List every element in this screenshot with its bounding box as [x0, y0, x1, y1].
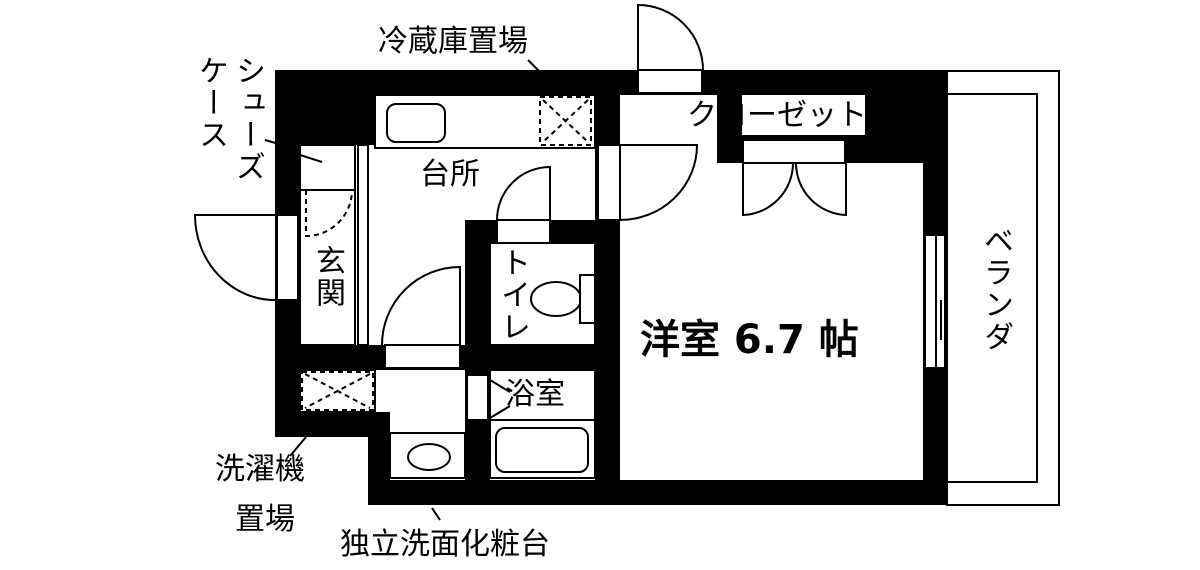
bathtub: [495, 427, 589, 473]
closet-door-right: [795, 162, 847, 217]
washer-space-label-1: 洗濯機: [215, 452, 305, 487]
vanity-label: 独立洗面化粧台: [340, 527, 550, 562]
closet-label: クローゼット: [687, 98, 867, 133]
fridge-space-label: 冷蔵庫置場: [378, 24, 528, 59]
closet-door-left: [742, 162, 794, 217]
washer-space-label-2: 置場: [235, 502, 295, 537]
doors: [193, 3, 847, 346]
shoe-case-label-1: シューズ: [230, 55, 265, 183]
openings: [276, 69, 946, 479]
washroom-door: [381, 265, 461, 346]
main-door: [637, 3, 704, 71]
washbasin: [407, 443, 451, 471]
fridge-space: [539, 96, 592, 146]
toilet-door: [496, 165, 551, 221]
kitchen-counter: [374, 94, 596, 149]
kitchen-label: 台所: [420, 157, 480, 192]
balcony-label: ベランダ: [978, 225, 1013, 353]
washer-space: [301, 371, 374, 411]
toilet-label: トイレ: [495, 247, 530, 343]
toilet-tank: [579, 274, 596, 324]
room-door: [619, 144, 699, 221]
leader-lines: [264, 59, 541, 521]
bathroom-label: 浴室: [505, 377, 565, 412]
entrance-door: [193, 214, 276, 301]
sink: [386, 103, 446, 143]
entrance-label: 玄関: [310, 245, 345, 309]
fixtures: [299, 94, 942, 473]
western-room-label: 洋室 6.7 帖: [640, 317, 859, 363]
shoe-case-label-2: ケース: [193, 55, 228, 151]
